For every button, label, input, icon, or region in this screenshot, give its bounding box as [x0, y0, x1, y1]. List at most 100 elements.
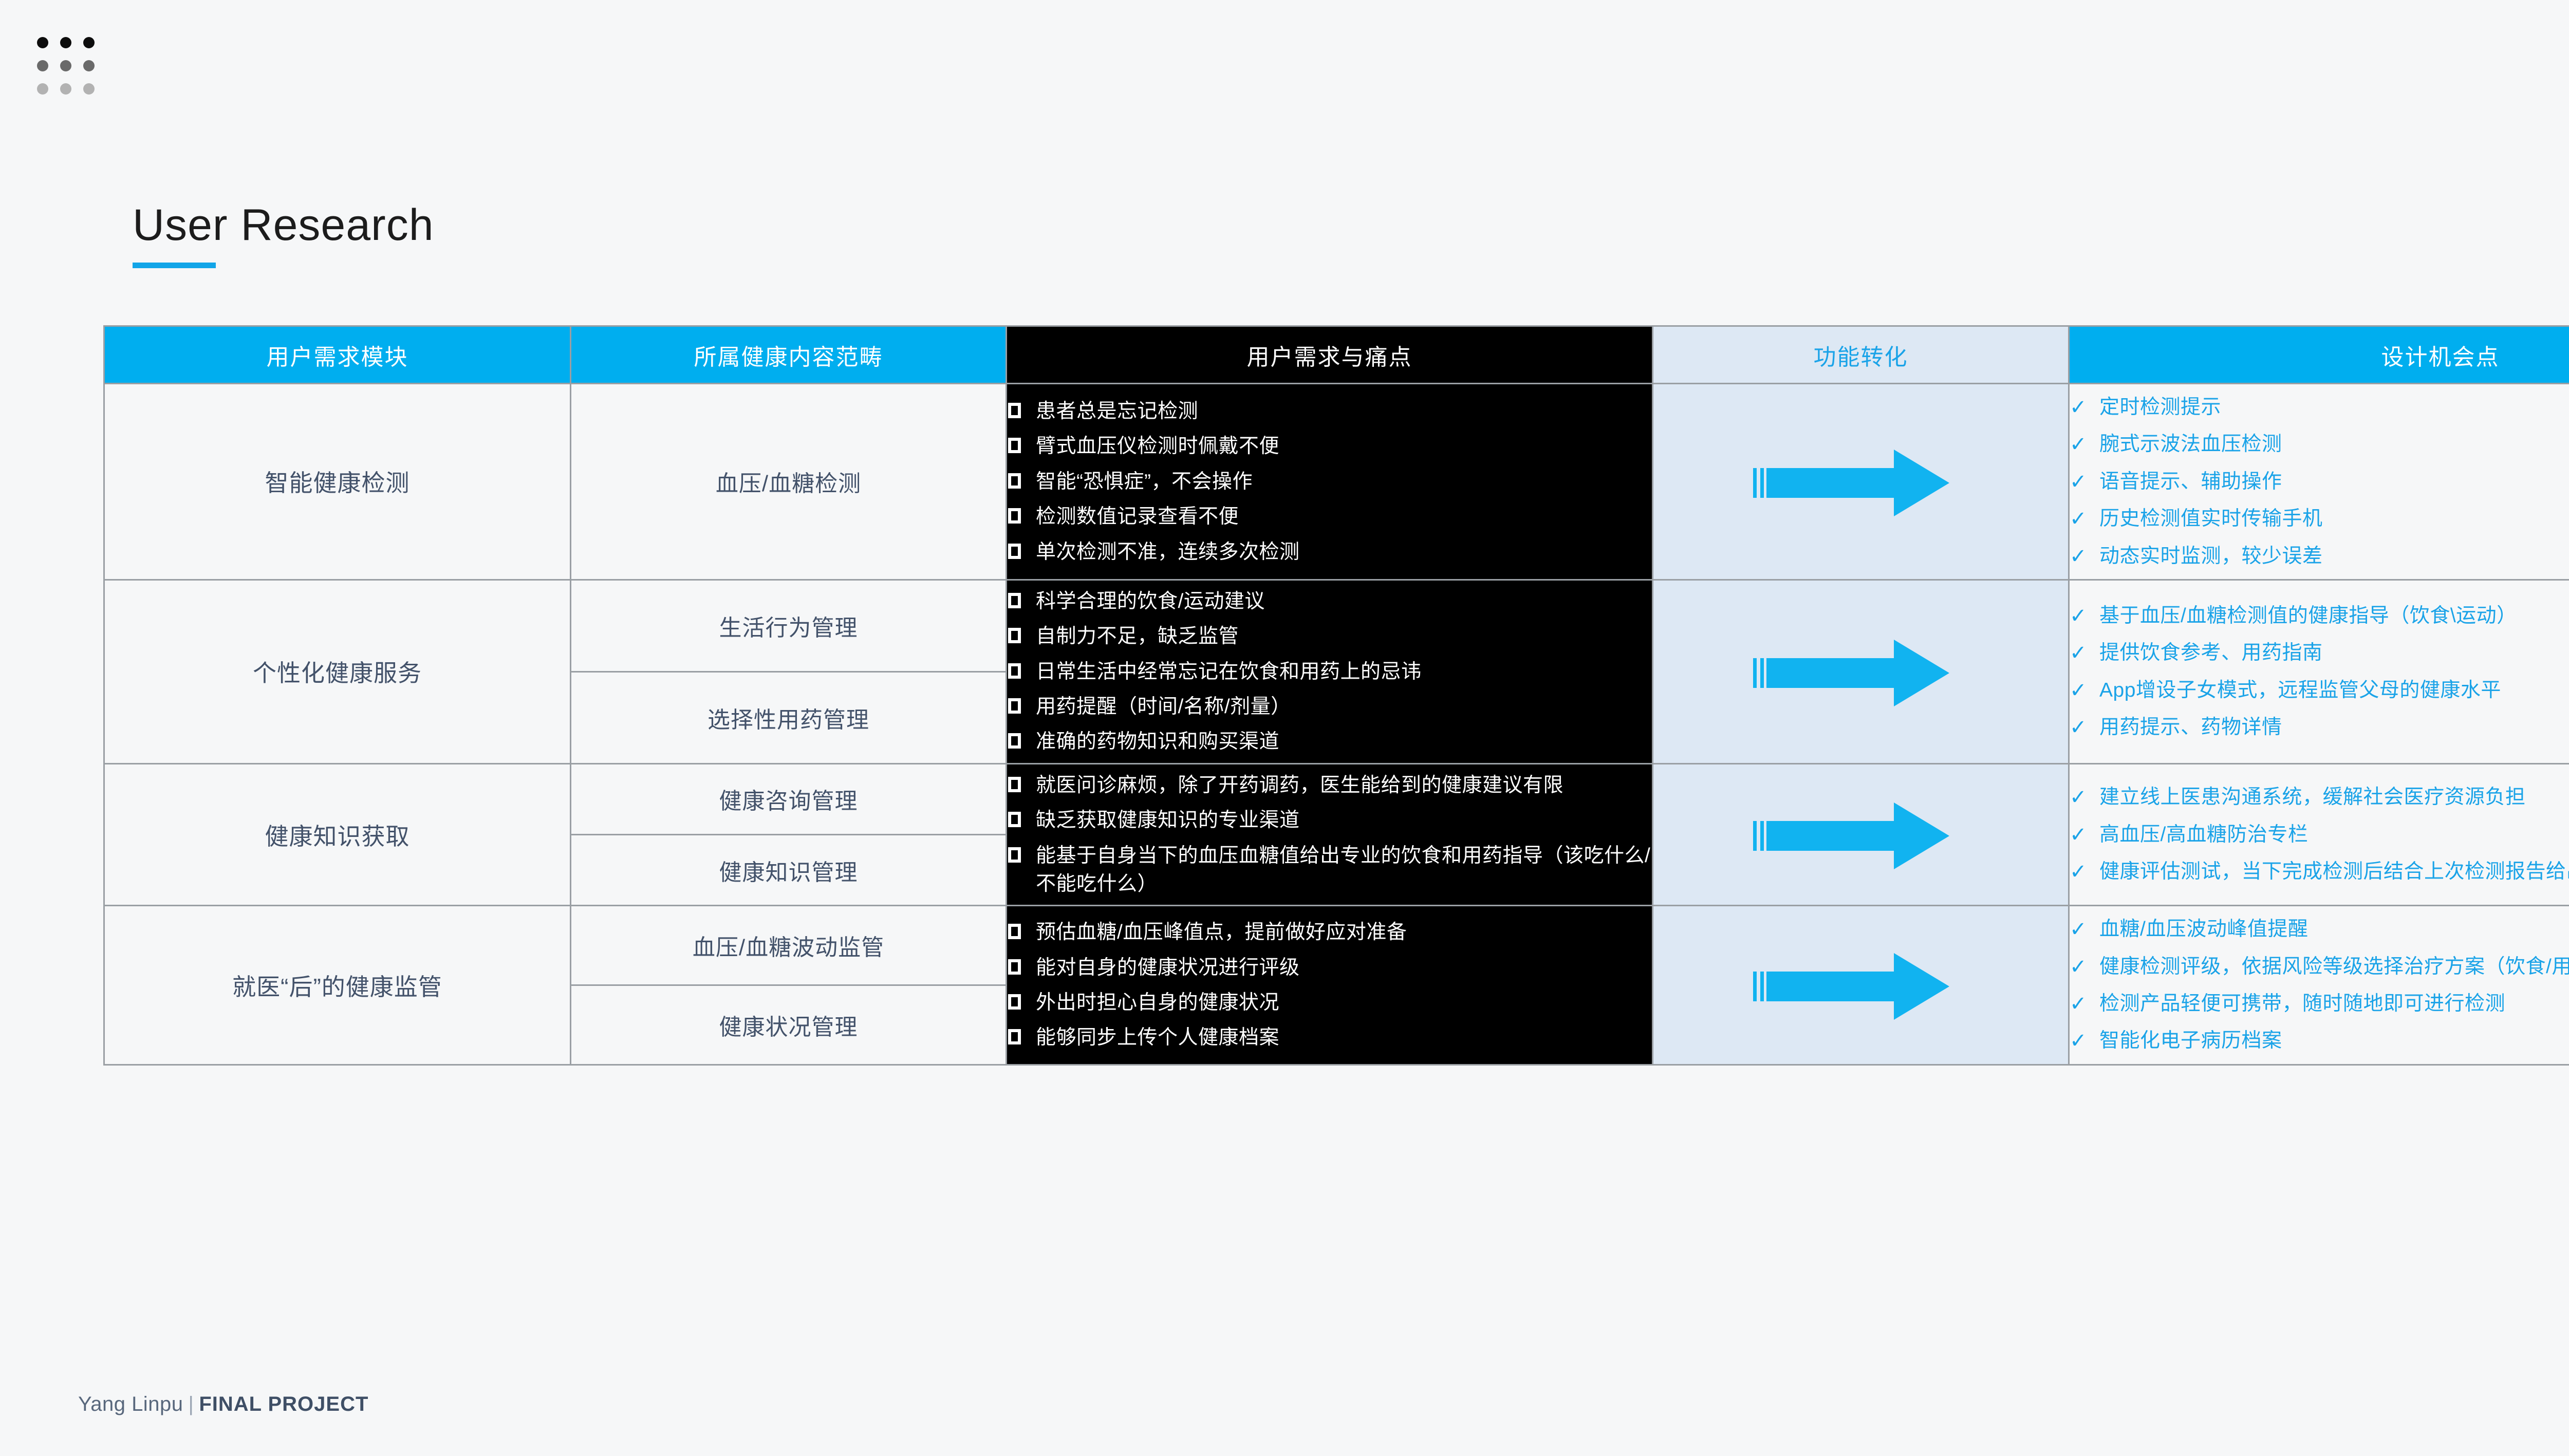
table-row: 健康知识管理 [104, 833, 2569, 907]
list-item-text: 外出时担心自身的健康状况 [1036, 992, 1280, 1014]
list-item-text: 科学合理的饮食/运动建议 [1036, 590, 1265, 612]
check-icon: ✓ [2070, 679, 2088, 702]
list-item-text: 用药提示、药物详情 [2099, 716, 2282, 739]
table-body: 智能健康检测 血压/血糖检测 患者总是忘记检测 臂式血压仪检测时佩戴不便 智能“… [103, 383, 2569, 1066]
list-item: ✓ 建立线上医患沟通系统，缓解社会医疗资源负担 [2070, 783, 2569, 811]
list-item: ✓基于血压/血糖检测值的健康指导（饮食\运动） [2070, 602, 2569, 630]
list-item: 患者总是忘记检测 [1007, 397, 1652, 425]
square-bullet-icon [1008, 473, 1021, 489]
column-header-category: 所属健康内容范畴 [570, 325, 1007, 384]
list-item-text: 能够同步上传个人健康档案 [1036, 1026, 1280, 1049]
cell-module: 健康知识获取 [103, 762, 571, 907]
opportunity-list: ✓血糖/血压波动峰值提醒 ✓健康检测评级，依据风险等级选择治疗方案（饮食/用药/… [2070, 915, 2569, 1055]
list-item-text: 日常生活中经常忘记在饮食和用药上的忌讳 [1036, 660, 1422, 683]
user-research-table: 用户需求模块 所属健康内容范畴 用户需求与痛点 功能转化 设计机会点 智能健康检… [103, 325, 2569, 1066]
list-item-text: App增设子女模式，远程监管父母的健康水平 [2099, 679, 2501, 701]
list-item-text: 建立线上医患沟通系统，缓解社会医疗资源负担 [2099, 786, 2526, 809]
square-bullet-icon [1008, 438, 1021, 454]
square-bullet-icon [1008, 924, 1021, 940]
table-row: 健康知识获取 健康咨询管理 就医问诊麻烦，除了开药调药，医生能给到的健康建议有限… [103, 762, 2569, 907]
square-bullet-icon [1008, 698, 1021, 714]
dot-grid-logo [37, 37, 95, 95]
list-item: ✓健康检测评级，依据风险等级选择治疗方案（饮食/用药/运动为主） [2070, 953, 2569, 981]
cell-pain-points: 就医问诊麻烦，除了开药调药，医生能给到的健康建议有限 缺乏获取健康知识的专业渠道… [1006, 762, 1653, 907]
list-item: ✓检测产品轻便可携带，随时随地即可进行检测 [2070, 990, 2569, 1018]
arrow-tail-line [1753, 821, 1757, 851]
cell-pain-points: 科学合理的饮食/运动建议 自制力不足，缺乏监管 日常生活中经常忘记在饮食和用药上… [1006, 578, 1653, 764]
table-row: 就医“后”的健康监管 血压/血糖波动监管 预估血糖/血压峰值点，提前做好应对准备… [103, 905, 2569, 1066]
check-icon: ✓ [2070, 1030, 2088, 1053]
opportunity-list: ✓定时检测提示 ✓腕式示波法血压检测 ✓语音提示、辅助操作 ✓历史检测值实时传输… [2070, 393, 2569, 570]
list-item-text: 单次检测不准，连续多次检测 [1036, 540, 1300, 563]
list-item: ✓历史检测值实时传输手机 [2070, 505, 2569, 533]
check-icon: ✓ [2070, 470, 2088, 493]
list-item-text: 高血压/高血糖防治专栏 [2099, 823, 2309, 846]
arrow-tail-line [1753, 468, 1757, 498]
column-header-convert: 功能转化 [1652, 325, 2070, 384]
list-item: ✓ 动态实时监测，较少误差 [2070, 542, 2569, 570]
cell-pain-points: 预估血糖/血压峰值点，提前做好应对准备 能对自身的健康状况进行评级 外出时担心自… [1006, 905, 1653, 1066]
cell-category: 健康状况管理 [570, 984, 1007, 1066]
logo-dot [37, 83, 48, 95]
check-icon: ✓ [2070, 716, 2088, 739]
list-item: 缺乏获取健康知识的专业渠道 [1007, 806, 1652, 834]
list-item-text: 智能化电子病历档案 [2099, 1030, 2282, 1052]
column-header-module: 用户需求模块 [103, 325, 571, 384]
opportunity-list: ✓建立线上医患沟通系统，缓解社会医疗资源负担 ✓高血压/高血糖防治专栏 ✓健康评… [2070, 783, 2569, 886]
pain-point-list: 患者总是忘记检测 臂式血压仪检测时佩戴不便 智能“恐惧症”，不会操作 检测数值记… [1007, 397, 1652, 566]
cell-category: 血压/血糖检测 [570, 383, 1007, 581]
arrow-head [1893, 953, 1949, 1020]
cell-opportunities: ✓基于血压/血糖检测值的健康指导（饮食\运动） ✓提供饮食参考、用药指南 ✓ Ap… [2068, 578, 2569, 764]
list-item-text: 臂式血压仪检测时佩戴不便 [1036, 435, 1280, 458]
arrow-tail-line [1760, 821, 1764, 851]
cell-opportunities: ✓建立线上医患沟通系统，缓解社会医疗资源负担 ✓高血压/高血糖防治专栏 ✓健康评… [2068, 762, 2569, 907]
list-item: 外出时担心自身的健康状况 [1007, 988, 1652, 1017]
check-icon: ✓ [2070, 545, 2088, 568]
list-item: 自制力不足，缺乏监管 [1007, 622, 1652, 650]
cell-module: 个性化健康服务 [103, 578, 571, 764]
list-item: 用药提醒（时间/名称/剂量） [1007, 693, 1652, 721]
square-bullet-icon [1008, 403, 1021, 418]
square-bullet-icon [1008, 1029, 1021, 1045]
cell-opportunities: ✓定时检测提示 ✓腕式示波法血压检测 ✓语音提示、辅助操作 ✓历史检测值实时传输… [2068, 383, 2569, 581]
list-item: ✓ 用药提示、药物详情 [2070, 713, 2569, 741]
list-item: 准确的药物知识和购买渠道 [1007, 727, 1652, 756]
logo-dot [83, 60, 95, 71]
column-header-pain: 用户需求与痛点 [1006, 325, 1653, 384]
footer-author-block: Yang Linpu|FINAL PROJECT [78, 1393, 368, 1416]
list-item: 能够同步上传个人健康档案 [1007, 1023, 1652, 1052]
logo-dot [37, 37, 48, 48]
check-icon: ✓ [2070, 396, 2088, 419]
list-item: ✓腕式示波法血压检测 [2070, 430, 2569, 458]
check-icon: ✓ [2070, 955, 2088, 978]
list-item-text: 定时检测提示 [2099, 396, 2222, 418]
list-item: ✓高血压/高血糖防治专栏 [2070, 820, 2569, 849]
check-icon: ✓ [2070, 861, 2088, 884]
footer-separator: | [188, 1393, 194, 1415]
list-item: ✓提供饮食参考、用药指南 [2070, 639, 2569, 667]
square-bullet-icon [1008, 592, 1021, 608]
list-item-text: 用药提醒（时间/名称/剂量） [1036, 696, 1291, 718]
check-icon: ✓ [2070, 786, 2088, 809]
cell-opportunities: ✓血糖/血压波动峰值提醒 ✓健康检测评级，依据风险等级选择治疗方案（饮食/用药/… [2068, 905, 2569, 1066]
list-item: 预估血糖/血压峰值点，提前做好应对准备 [1007, 918, 1652, 946]
right-arrow-icon [1753, 953, 1969, 1020]
pain-point-list: 就医问诊麻烦，除了开药调药，医生能给到的健康建议有限 缺乏获取健康知识的专业渠道… [1007, 771, 1652, 899]
logo-dot [37, 60, 48, 71]
list-item-text: 就医问诊麻烦，除了开药调药，医生能给到的健康建议有限 [1036, 774, 1564, 796]
arrow-tail-line [1760, 972, 1764, 1001]
arrow-shaft [1766, 972, 1896, 1001]
check-icon: ✓ [2070, 642, 2088, 665]
logo-dot [60, 83, 71, 95]
list-item: 日常生活中经常忘记在饮食和用药上的忌讳 [1007, 658, 1652, 686]
list-item: 智能“恐惧症”，不会操作 [1007, 468, 1652, 496]
page-title-block: User Research [133, 203, 434, 268]
opportunity-list: ✓基于血压/血糖检测值的健康指导（饮食\运动） ✓提供饮食参考、用药指南 ✓ Ap… [2070, 602, 2569, 742]
list-item-text: 动态实时监测，较少误差 [2099, 545, 2323, 567]
list-item-text: 检测产品轻便可携带，随时随地即可进行检测 [2099, 993, 2506, 1015]
list-item: ✓血糖/血压波动峰值提醒 [2070, 915, 2569, 943]
square-bullet-icon [1008, 508, 1021, 524]
page-title: User Research [133, 200, 434, 250]
square-bullet-icon [1008, 663, 1021, 679]
